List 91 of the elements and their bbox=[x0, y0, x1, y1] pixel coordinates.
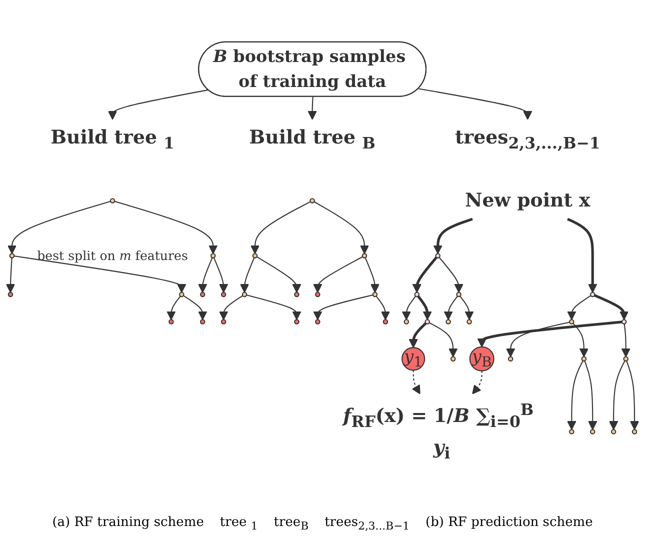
arrow bbox=[108, 89, 208, 120]
arrow bbox=[166, 296, 181, 320]
arrow bbox=[608, 360, 626, 430]
node-circle bbox=[590, 292, 596, 298]
node-circle bbox=[610, 429, 616, 434]
label-text: tree$_{B}$ bbox=[274, 515, 309, 533]
node-text: New point x bbox=[465, 190, 590, 212]
node-circle bbox=[508, 356, 514, 362]
arrow bbox=[584, 360, 598, 430]
label-text: tree $_{1}$ bbox=[220, 515, 258, 533]
arrow bbox=[506, 322, 570, 358]
arrow bbox=[376, 296, 390, 320]
node-circle bbox=[456, 292, 462, 298]
arrow bbox=[428, 322, 458, 358]
arrow bbox=[567, 218, 598, 293]
node-circle bbox=[252, 253, 258, 258]
arrow bbox=[6, 258, 16, 293]
node-circle bbox=[294, 292, 300, 298]
arrow bbox=[626, 360, 640, 430]
node-circle bbox=[632, 429, 638, 434]
arrow bbox=[7, 200, 111, 254]
arrow bbox=[460, 296, 474, 320]
arrow bbox=[213, 257, 228, 293]
node-text: Build tree $_{1}$ bbox=[50, 126, 174, 153]
node-circle bbox=[404, 319, 410, 324]
node-circle bbox=[590, 429, 596, 434]
node-circle bbox=[621, 319, 627, 324]
arrow bbox=[308, 96, 317, 120]
node-text: trees$_{2,3,...,B−1}$ bbox=[454, 126, 600, 153]
node-circle bbox=[210, 253, 216, 258]
arrow bbox=[14, 256, 186, 293]
node-circle bbox=[466, 319, 472, 324]
node-circle bbox=[450, 356, 456, 362]
arrow bbox=[412, 370, 420, 394]
arrow bbox=[364, 257, 380, 293]
node-circle bbox=[569, 429, 574, 434]
arrow bbox=[444, 296, 458, 320]
label-text: trees$_{2,3...B−1}$ bbox=[324, 515, 410, 533]
node-circle bbox=[435, 253, 440, 258]
node-circle bbox=[315, 319, 320, 324]
arrow bbox=[183, 295, 208, 320]
node-circle bbox=[362, 253, 368, 258]
arrow bbox=[438, 257, 464, 293]
arrow bbox=[594, 294, 629, 320]
arrow bbox=[240, 257, 255, 293]
arrow bbox=[412, 256, 438, 293]
arrow bbox=[313, 294, 374, 320]
arrow bbox=[472, 370, 482, 394]
arrow bbox=[313, 256, 363, 293]
arrow bbox=[198, 257, 213, 293]
arrow bbox=[246, 294, 302, 320]
node-circle bbox=[220, 319, 226, 324]
node-text: Build tree $_{B}$ bbox=[249, 126, 376, 153]
node-circle bbox=[424, 319, 430, 324]
node-circle bbox=[8, 292, 14, 298]
node-circle bbox=[9, 253, 15, 258]
arrow bbox=[114, 200, 218, 254]
node-label: best split on m features bbox=[37, 248, 188, 264]
node-circle bbox=[110, 198, 116, 204]
node-circle bbox=[382, 319, 388, 324]
label-text: (a) RF training scheme bbox=[52, 515, 204, 532]
arrow bbox=[250, 201, 311, 254]
node-circle bbox=[310, 198, 315, 204]
arrow bbox=[567, 295, 592, 320]
arrow bbox=[408, 322, 427, 348]
node-circle bbox=[179, 292, 184, 298]
arrow bbox=[433, 218, 473, 254]
node-circle bbox=[168, 319, 174, 324]
arrow bbox=[256, 256, 302, 293]
arrow bbox=[402, 296, 416, 320]
arrow bbox=[621, 324, 630, 358]
node-circle bbox=[200, 319, 206, 324]
node-circle bbox=[242, 292, 248, 298]
arrow bbox=[418, 88, 532, 120]
node-circle bbox=[446, 319, 451, 324]
arrow bbox=[567, 360, 584, 430]
node-circle bbox=[569, 319, 574, 324]
node-circle bbox=[315, 292, 320, 298]
label-text: (b) RF prediction scheme bbox=[426, 515, 593, 532]
node-circle bbox=[414, 292, 420, 298]
node-circle bbox=[200, 292, 206, 298]
node-circle bbox=[220, 292, 226, 298]
arrow bbox=[477, 320, 622, 348]
node-circle bbox=[581, 356, 587, 362]
node-circle bbox=[372, 292, 378, 298]
node-circle bbox=[294, 319, 300, 324]
node-circle bbox=[623, 356, 628, 362]
arrow bbox=[314, 201, 370, 254]
arrow bbox=[417, 295, 432, 320]
arrow bbox=[572, 322, 589, 358]
arrow bbox=[218, 295, 244, 320]
